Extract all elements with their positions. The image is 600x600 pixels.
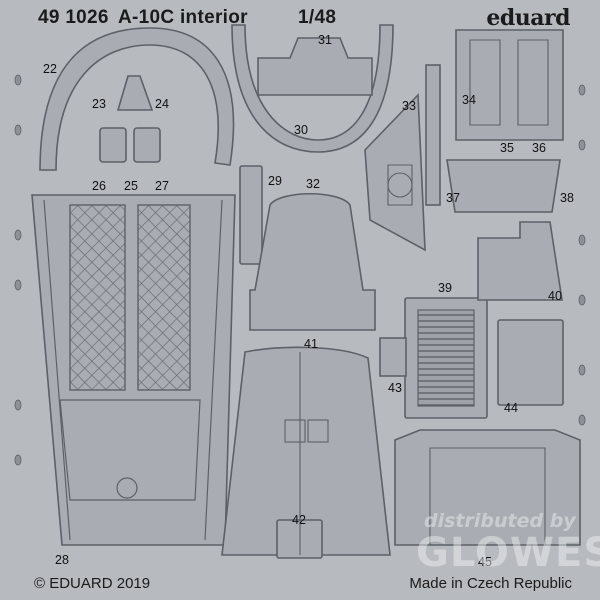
part-28-floor (31, 194, 236, 546)
part-number: 22 (43, 62, 57, 76)
part-number: 44 (504, 401, 518, 415)
part-number: 33 (402, 99, 416, 113)
part-34-36 (455, 29, 564, 141)
part-43 (379, 337, 407, 377)
part-25-right (133, 127, 161, 163)
part-number: 39 (438, 281, 452, 295)
part-number: 36 (532, 141, 546, 155)
part-number: 24 (155, 97, 169, 111)
part-33-block (364, 93, 426, 252)
watermark-line1: distributed by (424, 510, 576, 532)
part-number: 35 (500, 141, 514, 155)
part-32-seat (249, 192, 376, 331)
part-40 (477, 221, 563, 301)
part-27-mesh (137, 204, 191, 391)
part-number: 27 (155, 179, 169, 193)
part-33-strip (425, 64, 441, 206)
part-number: 34 (462, 93, 476, 107)
part-39-grille (417, 309, 475, 407)
part-number: 30 (294, 123, 308, 137)
part-number: 31 (318, 33, 332, 47)
origin-text: Made in Czech Republic (409, 575, 572, 592)
part-number: 25 (124, 179, 138, 193)
part-number: 38 (560, 191, 574, 205)
part-number: 41 (304, 337, 318, 351)
set-scale: 1/48 (298, 7, 337, 28)
part-number: 37 (446, 191, 460, 205)
part-number: 29 (268, 174, 282, 188)
part-number: 43 (388, 381, 402, 395)
part-number: 45 (478, 555, 492, 569)
part-22-arch (39, 27, 235, 171)
set-title: A-10C interior (118, 7, 248, 28)
part-23-24 (116, 75, 154, 111)
part-number-labels: 22 23 24 25 26 27 28 29 30 31 32 33 34 3… (43, 33, 574, 569)
distributor-watermark: distributed by GLOWES (416, 510, 600, 580)
copyright-text: © EDUARD 2019 (34, 575, 151, 592)
part-25-left (99, 127, 127, 163)
part-45 (394, 429, 581, 546)
watermark-line2: GLOWES (416, 530, 600, 576)
set-code: 49 1026 (38, 7, 109, 28)
part-30-horseshoe (231, 24, 394, 153)
part-29-strip (239, 165, 263, 265)
part-number: 23 (92, 97, 106, 111)
part-44 (497, 319, 564, 406)
part-number: 42 (292, 513, 306, 527)
part-number: 26 (92, 179, 106, 193)
part-41-panel (221, 346, 391, 556)
part-31 (257, 37, 373, 96)
part-number: 40 (548, 289, 562, 303)
part-number: 28 (55, 553, 69, 567)
part-26-mesh (69, 204, 126, 391)
part-number: 32 (306, 177, 320, 191)
brand-logo: eduard (486, 5, 570, 31)
part-37-38 (446, 159, 561, 213)
